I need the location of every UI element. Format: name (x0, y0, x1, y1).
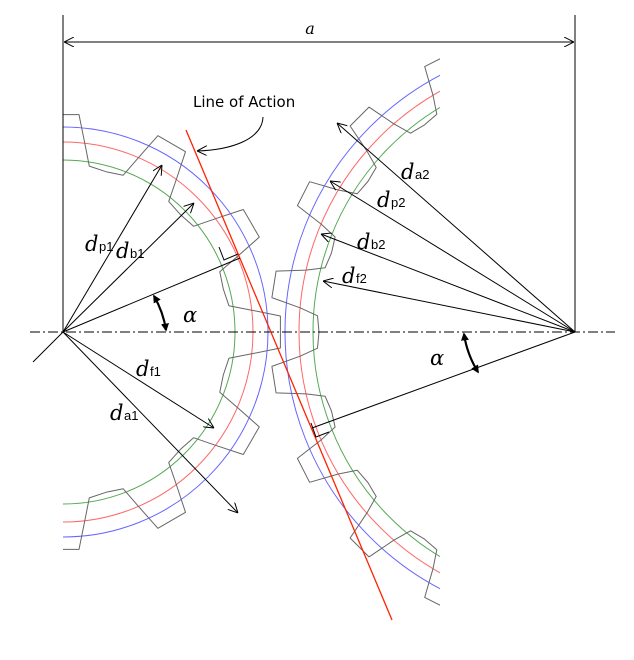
da2-arrow (337, 123, 576, 333)
svg-text:b1: b1 (130, 246, 144, 261)
alpha-arc-2 (460, 332, 479, 374)
svg-text:d: d (85, 232, 98, 256)
db2-arrow (321, 234, 576, 333)
db1-arrow (62, 203, 194, 333)
gear1-base-tangent-line (62, 257, 241, 333)
df1-arrow (62, 331, 214, 428)
alpha-label-2: α (430, 346, 444, 370)
svg-text:d: d (377, 188, 390, 212)
center-distance-label: a (305, 19, 315, 38)
df2-arrow (323, 281, 576, 333)
alpha-label-1: α (183, 303, 197, 327)
dp1-arrow (62, 165, 162, 333)
svg-text:a1: a1 (124, 408, 138, 423)
gear-tooth-outline (271, 58, 440, 606)
svg-text:d: d (110, 401, 123, 425)
svg-text:b2: b2 (371, 237, 385, 252)
alpha-arc-1 (153, 294, 169, 332)
svg-text:d: d (136, 357, 149, 381)
svg-text:p2: p2 (391, 195, 405, 210)
line-of-action-pointer (197, 116, 264, 151)
svg-text:a2: a2 (415, 167, 429, 182)
gear2-base-tangent-line (311, 331, 576, 429)
gear1-axis-tick (32, 331, 64, 363)
svg-text:f1: f1 (150, 364, 161, 379)
pitch-circle (298, 90, 440, 574)
svg-text:d: d (401, 160, 414, 184)
svg-text:f2: f2 (356, 271, 367, 286)
da1-arrow (62, 331, 238, 513)
line-of-action (185, 129, 393, 621)
right-angle-mark-2 (310, 422, 330, 438)
svg-text:d: d (357, 230, 370, 254)
svg-text:p1: p1 (99, 239, 113, 254)
line-of-action-label: Line of Action (193, 93, 295, 111)
svg-text:d: d (116, 239, 129, 263)
svg-text:d: d (342, 264, 355, 288)
dp2-arrow (330, 181, 576, 333)
right-angle-mark-1 (218, 246, 239, 261)
gear-tooth-outline (63, 114, 281, 550)
